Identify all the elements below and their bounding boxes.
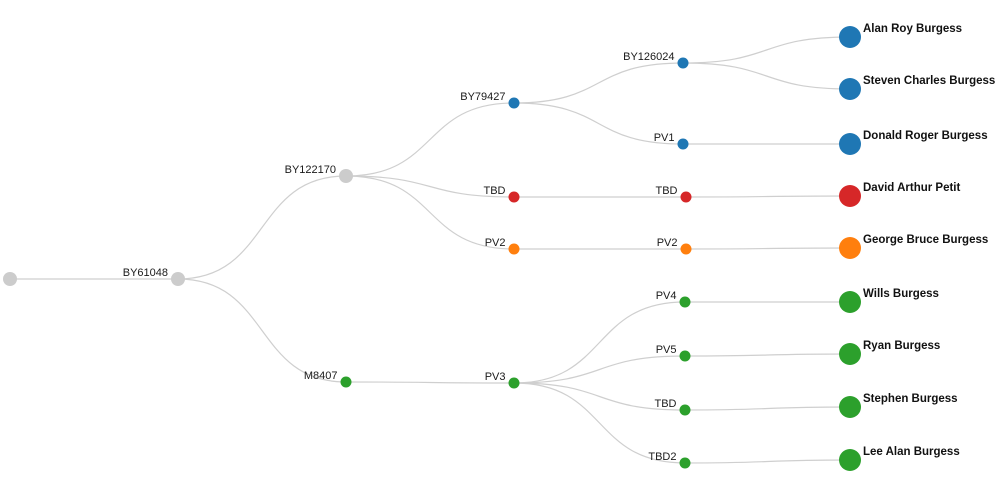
internal-node-label: PV5 [656, 344, 677, 356]
root-node[interactable] [3, 272, 17, 286]
nodes-layer [3, 26, 861, 471]
internal-node[interactable] [680, 243, 692, 255]
leaf-node[interactable] [839, 343, 861, 365]
tree-edge [682, 62, 851, 90]
tree-edge [513, 301, 686, 384]
internal-node[interactable] [679, 296, 691, 308]
leaf-node-label: Donald Roger Burgess [863, 130, 988, 142]
internal-node[interactable] [340, 376, 352, 388]
tree-edge [684, 406, 851, 411]
internal-node-label: PV3 [485, 371, 506, 383]
leaf-node[interactable] [839, 396, 861, 418]
leaf-node-label: Lee Alan Burgess [863, 446, 960, 458]
leaf-node[interactable] [839, 133, 861, 155]
leaf-node-label: Steven Charles Burgess [863, 75, 995, 87]
internal-node-label: TBD [484, 185, 506, 197]
internal-node[interactable] [679, 457, 691, 469]
internal-node-label: PV2 [657, 237, 678, 249]
tree-edge [513, 62, 684, 104]
tree-edge [685, 195, 851, 198]
internal-node[interactable] [171, 272, 185, 286]
internal-node-label: BY126024 [623, 51, 674, 63]
internal-node[interactable] [508, 243, 520, 255]
internal-node-label: PV2 [485, 237, 506, 249]
tree-edge [345, 102, 515, 177]
internal-node-label: PV1 [654, 132, 675, 144]
internal-node[interactable] [508, 377, 520, 389]
internal-node-label: TBD [656, 185, 678, 197]
internal-node-label: BY61048 [123, 267, 168, 279]
tree-edge [684, 459, 851, 464]
leaf-node[interactable] [839, 26, 861, 48]
tree-edge [513, 355, 686, 384]
leaf-node[interactable] [839, 237, 861, 259]
tree-edge [685, 247, 851, 250]
internal-node-label: BY122170 [285, 164, 336, 176]
internal-node-label: BY79427 [460, 91, 505, 103]
tree-edge [177, 175, 347, 280]
tree-edge [345, 175, 515, 198]
leaf-node-label: George Bruce Burgess [863, 234, 988, 246]
leaf-node-label: David Arthur Petit [863, 182, 961, 194]
tree-edge [513, 382, 686, 464]
leaf-node-label: Ryan Burgess [863, 340, 940, 352]
edges-layer [9, 36, 851, 464]
internal-node[interactable] [508, 191, 520, 203]
tree-edge [345, 381, 515, 384]
internal-node-label: TBD [655, 398, 677, 410]
tree-edge [684, 353, 851, 357]
leaf-node-label: Alan Roy Burgess [863, 23, 962, 35]
tree-edge [682, 36, 851, 64]
internal-node[interactable] [677, 138, 689, 150]
internal-node[interactable] [679, 404, 691, 416]
internal-node[interactable] [508, 97, 520, 109]
tree-edge [177, 278, 347, 383]
leaf-node-label: Stephen Burgess [863, 393, 958, 405]
leaf-node[interactable] [839, 449, 861, 471]
leaf-node[interactable] [839, 291, 861, 313]
leaf-node-label: Wills Burgess [863, 288, 939, 300]
internal-node-label: PV4 [656, 290, 677, 302]
internal-node[interactable] [680, 191, 692, 203]
tree-edge [513, 102, 684, 145]
tree-edge [513, 382, 686, 411]
internal-node-label: M8407 [304, 370, 338, 382]
tree-edge [345, 175, 515, 250]
internal-node[interactable] [677, 57, 689, 69]
leaf-node[interactable] [839, 185, 861, 207]
leaf-node[interactable] [839, 78, 861, 100]
internal-node-label: TBD2 [648, 451, 676, 463]
internal-node[interactable] [339, 169, 353, 183]
internal-node[interactable] [679, 350, 691, 362]
